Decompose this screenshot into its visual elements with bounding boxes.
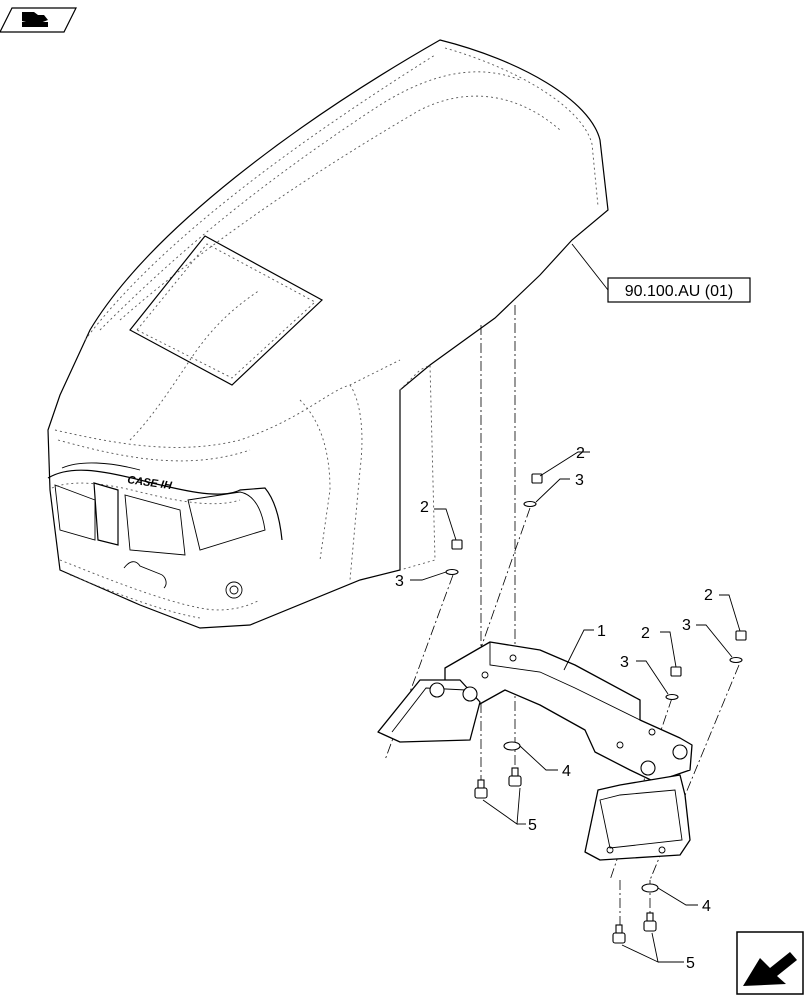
callout-4-b: 4 xyxy=(702,898,711,915)
clip-3d xyxy=(729,656,743,664)
callout-4-a: 4 xyxy=(562,763,571,780)
reference-label[interactable]: 90.100.AU (01) xyxy=(625,283,734,300)
callout-2-d: 2 xyxy=(704,587,713,604)
callout-3-b: 3 xyxy=(575,472,584,489)
hardware-parts xyxy=(445,473,747,944)
bolt-5c xyxy=(612,924,626,944)
callout-2-a: 2 xyxy=(420,499,429,516)
callout-3-a: 3 xyxy=(395,573,404,590)
callout-labels: 2 3 2 3 1 2 3 2 3 4 5 4 5 xyxy=(395,445,713,972)
clip-3c xyxy=(665,693,679,701)
callout-1: 1 xyxy=(597,623,606,640)
callout-5-a: 5 xyxy=(528,817,537,834)
return-arrow-icon[interactable] xyxy=(736,931,804,995)
callout-3-c: 3 xyxy=(620,654,629,671)
callout-2-c: 2 xyxy=(641,625,650,642)
hood-assembly: CASE IH xyxy=(47,39,609,629)
washer-4a xyxy=(503,741,521,751)
nut-2b xyxy=(531,473,543,484)
callout-leaders xyxy=(410,451,741,963)
bolt-5b xyxy=(508,767,522,787)
washer-4b xyxy=(641,883,659,893)
callout-3-d: 3 xyxy=(682,617,691,634)
nut-2d xyxy=(735,630,747,641)
book-hand-icon[interactable] xyxy=(0,7,77,33)
mounting-bracket xyxy=(377,641,693,861)
clip-3b xyxy=(523,500,537,508)
nut-2a xyxy=(451,539,463,550)
bolt-5d xyxy=(643,912,657,932)
brand-mark: CASE IH xyxy=(127,474,174,492)
clip-3a xyxy=(445,568,459,576)
bolt-5a xyxy=(474,779,488,799)
nut-2c xyxy=(670,666,682,677)
reference-callout: 90.100.AU (01) xyxy=(571,243,751,303)
callout-2-b: 2 xyxy=(576,445,585,462)
callout-5-b: 5 xyxy=(686,955,695,972)
